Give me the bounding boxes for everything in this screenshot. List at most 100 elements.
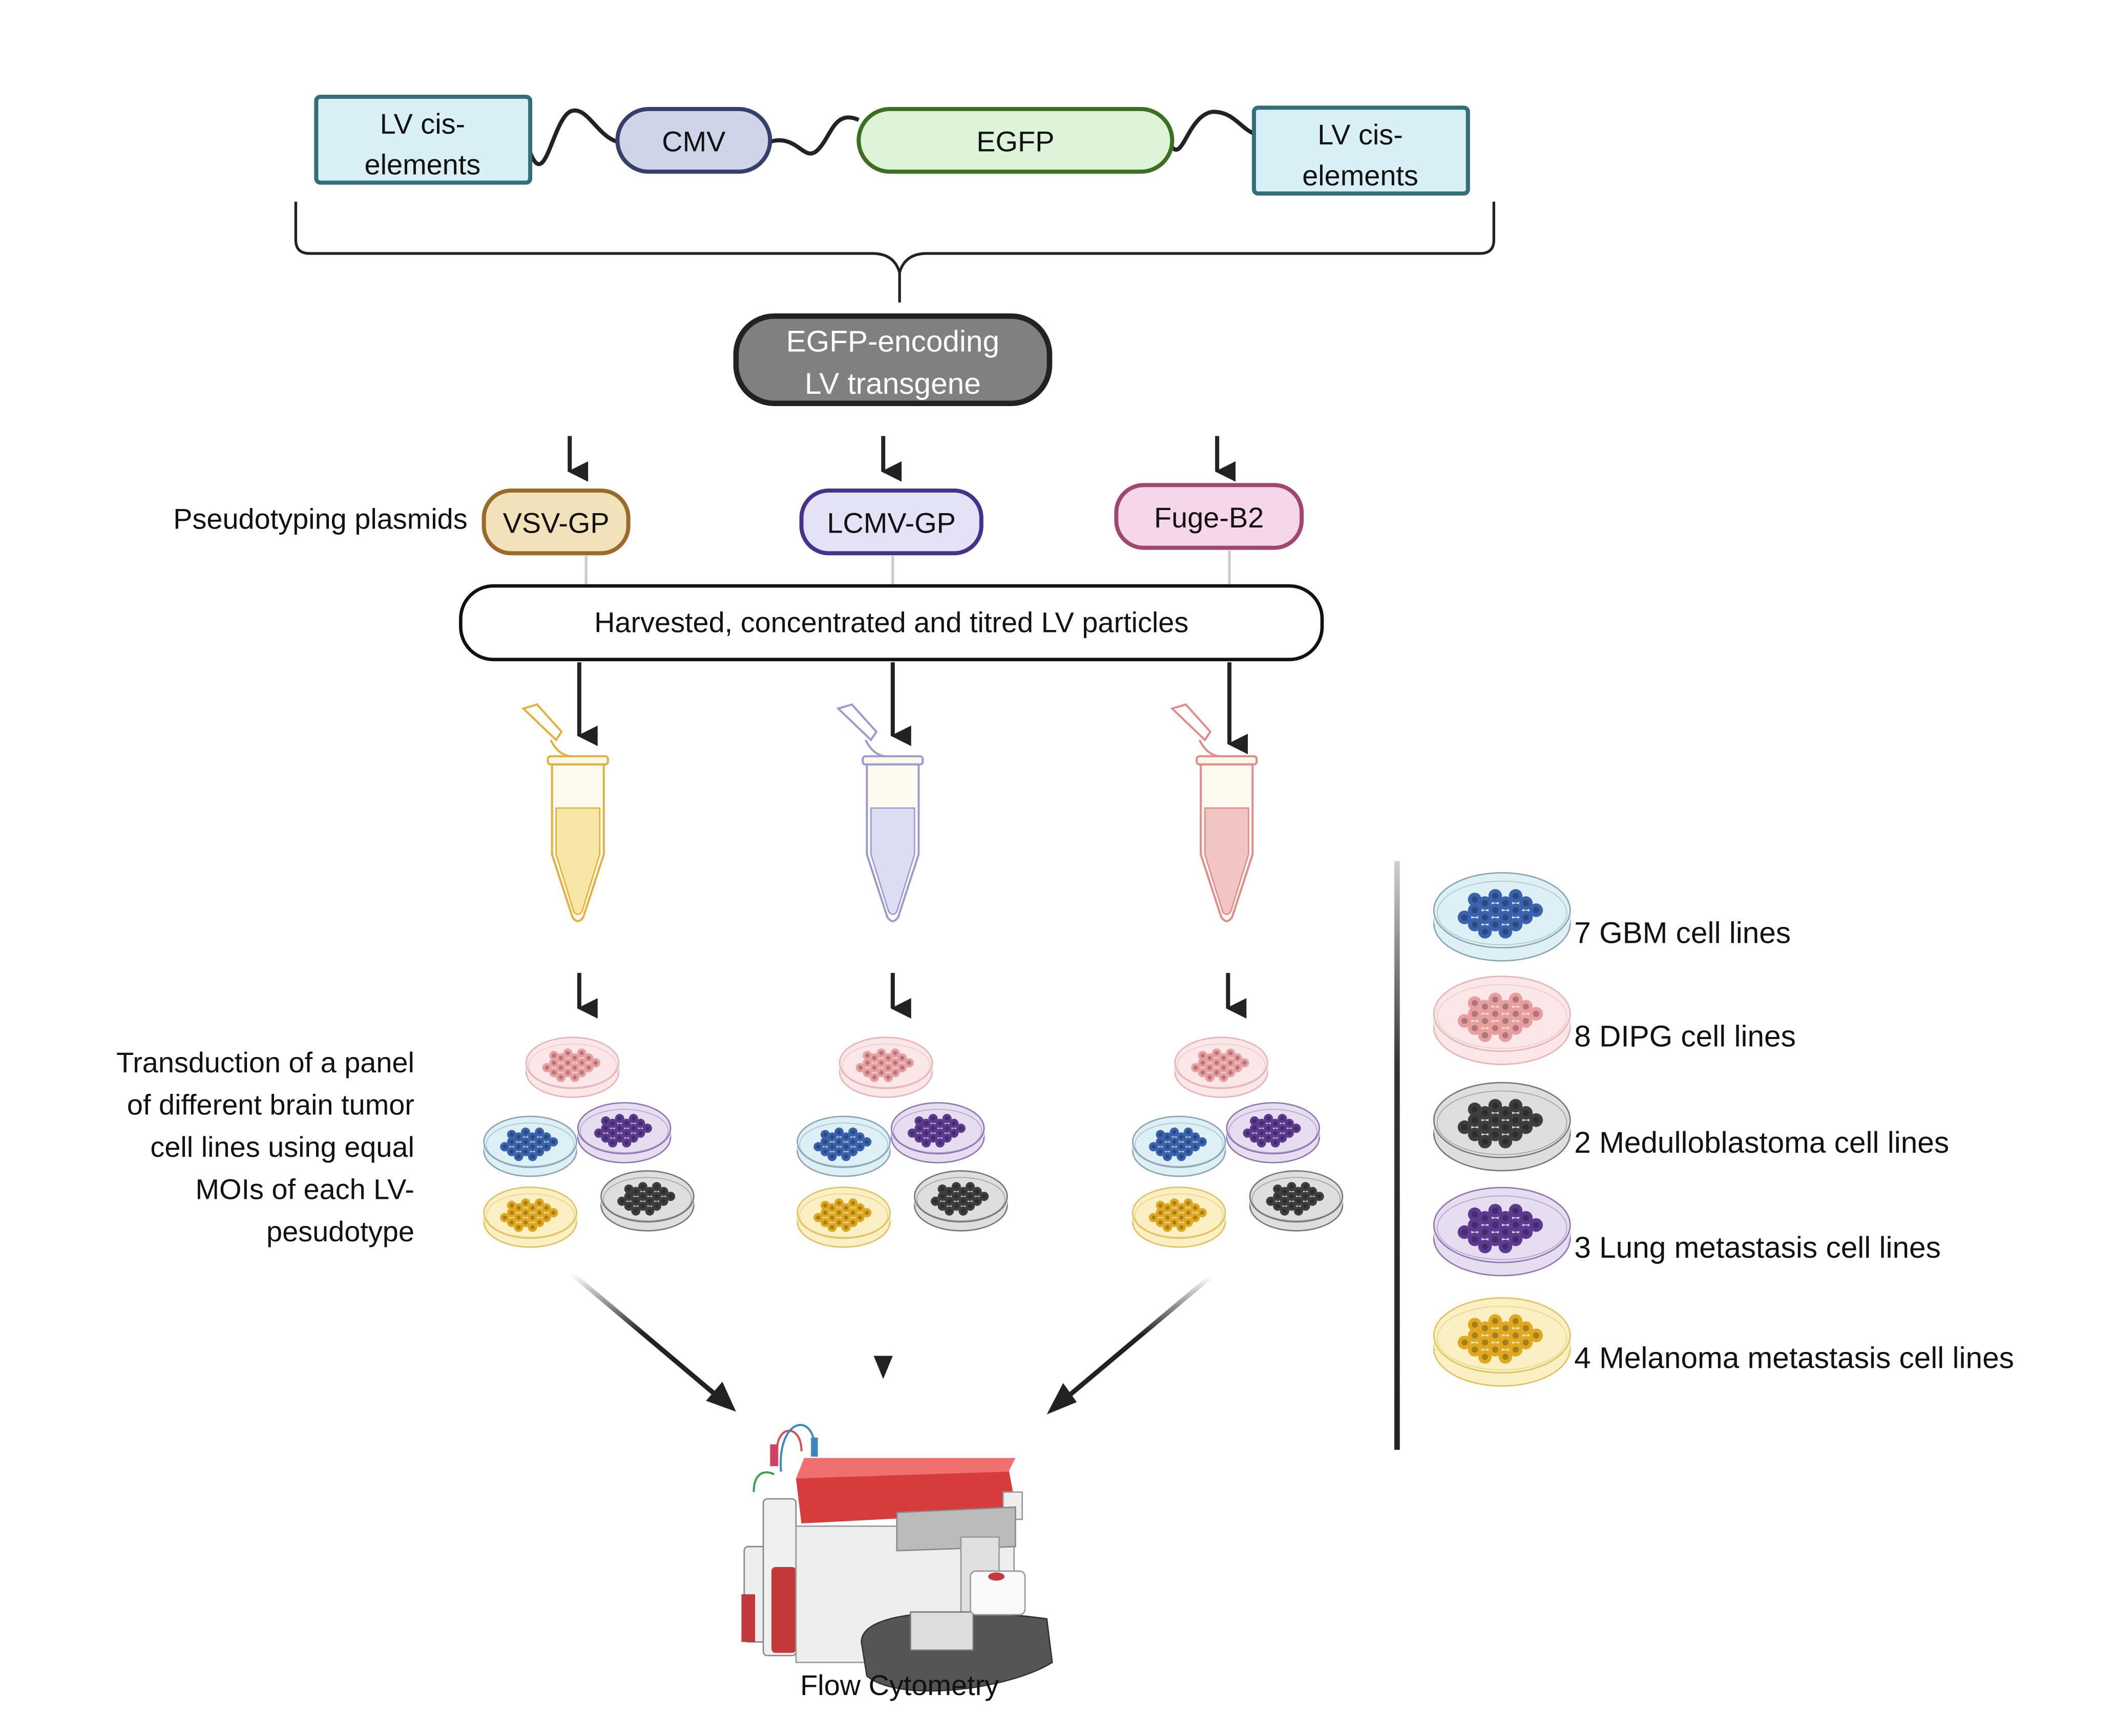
- cell-icon: [1156, 1200, 1165, 1210]
- grouping-bracket: [294, 201, 1495, 303]
- cell-icon: [1488, 1314, 1502, 1328]
- cell-icon: [1273, 1192, 1283, 1201]
- harvest-step: Harvested, concentrated and titred LV pa…: [459, 584, 1324, 662]
- cell-icon: [645, 1196, 655, 1206]
- petri-dish-icon: [1433, 1187, 1571, 1277]
- cell-icon: [931, 1196, 940, 1206]
- cell-icon: [1250, 1116, 1260, 1126]
- cell-icon: [1519, 1336, 1533, 1349]
- pseudotyping-label: Pseudotyping plasmids: [173, 502, 467, 535]
- cell-icon: [841, 1213, 851, 1222]
- cell-icon: [638, 1182, 647, 1192]
- cell-icon: [1219, 1063, 1228, 1073]
- cell-icon: [520, 1218, 531, 1227]
- dish-cluster-3: [1132, 1036, 1344, 1248]
- cell-icon: [1278, 1114, 1287, 1124]
- cell-icon: [1190, 1213, 1200, 1222]
- cell-icon: [622, 1118, 632, 1128]
- cell-icon: [1284, 1128, 1294, 1138]
- cell-icon: [541, 1142, 551, 1152]
- cell-icon: [535, 1147, 545, 1156]
- cell-icon: [1529, 1328, 1543, 1342]
- cell-icon: [820, 1137, 830, 1147]
- cell-icon: [514, 1203, 524, 1213]
- cell-icon: [1232, 1063, 1242, 1073]
- cell-icon: [1478, 1239, 1492, 1254]
- petri-dish-icon: [577, 1102, 672, 1163]
- cell-icon: [608, 1138, 618, 1148]
- lcmv-tube-icon: [836, 703, 924, 922]
- cell-icon: [1264, 1114, 1273, 1124]
- legend-label: 7 GBM cell lines: [1574, 916, 1791, 949]
- svg-text:EGFP: EGFP: [976, 125, 1054, 157]
- cell-icon: [914, 1133, 924, 1143]
- cell-icon: [1219, 1053, 1228, 1063]
- cell-icon: [1314, 1192, 1324, 1201]
- cell-icon: [890, 1058, 900, 1068]
- legend-item: 4 Melanoma metastasis cell lines: [1433, 1297, 2014, 1387]
- lv-cis-elements-right: LV cis- elements: [1252, 105, 1470, 196]
- svg-text:Harvested, concentrated and ti: Harvested, concentrated and titred LV pa…: [594, 606, 1188, 639]
- svg-text:Transduction of a panel: Transduction of a panel: [116, 1046, 414, 1078]
- cell-icon: [820, 1130, 830, 1139]
- petri-dish-icon: [1433, 872, 1571, 962]
- cell-icon: [884, 1072, 893, 1083]
- cell-icon: [813, 1213, 823, 1222]
- dish-cluster-1: [483, 1036, 695, 1248]
- cell-icon: [942, 1124, 952, 1133]
- legend-label: 3 Lung metastasis cell lines: [1574, 1231, 1941, 1264]
- cell-icon: [1478, 1211, 1492, 1225]
- petri-dish-icon: [890, 1102, 985, 1163]
- petri-dish-icon: [483, 1115, 577, 1177]
- cell-icon: [862, 1137, 872, 1147]
- cell-icon: [841, 1203, 851, 1213]
- svg-text:cell lines using equal: cell lines using equal: [150, 1131, 414, 1163]
- lv-cis-elements-left: LV cis- elements: [314, 94, 533, 185]
- cell-icon: [1287, 1201, 1296, 1211]
- cell-icon: [601, 1116, 611, 1126]
- plasmid-fuge-b2: Fuge-B2: [1114, 483, 1304, 550]
- cell-icon: [935, 1138, 945, 1148]
- cell-icon: [570, 1053, 580, 1063]
- cell-icon: [834, 1127, 844, 1137]
- cell-icon: [1498, 1225, 1513, 1239]
- cell-icon: [1257, 1128, 1266, 1138]
- cell-icon: [1488, 1021, 1502, 1035]
- cell-icon: [507, 1218, 516, 1227]
- cell-icon: [1488, 1232, 1502, 1246]
- cell-icon: [514, 1213, 524, 1222]
- cell-icon: [1509, 1343, 1523, 1357]
- cell-icon: [862, 1208, 872, 1218]
- cell-icon: [622, 1138, 632, 1148]
- cell-icon: [549, 1058, 559, 1068]
- cell-icon: [945, 1206, 954, 1216]
- cell-icon: [1162, 1222, 1173, 1232]
- cell-icon: [1488, 1127, 1502, 1141]
- cell-icon: [834, 1147, 844, 1156]
- cell-icon: [1198, 1058, 1207, 1068]
- petri-dish-icon: [525, 1036, 620, 1098]
- legend-item: 3 Lung metastasis cell lines: [1433, 1187, 1941, 1277]
- lv-tubes: [521, 703, 1258, 922]
- cell-icon: [1478, 1106, 1492, 1120]
- cell-icon: [1468, 1218, 1482, 1232]
- cell-icon: [1183, 1218, 1193, 1227]
- svg-text:of different brain tumor: of different brain tumor: [127, 1089, 414, 1121]
- cell-icon: [556, 1053, 566, 1063]
- cell-icon: [1488, 903, 1502, 917]
- cell-icon: [642, 1124, 652, 1133]
- cell-icon: [1308, 1196, 1317, 1206]
- cell-icon: [541, 1213, 551, 1222]
- plasmid-lcmv-gp: LCMV-GP: [799, 488, 983, 556]
- cell-icon: [1266, 1196, 1275, 1206]
- cell-icon: [841, 1132, 851, 1142]
- cell-icon: [1169, 1208, 1179, 1218]
- cell-icon: [1156, 1218, 1165, 1227]
- cell-icon: [1156, 1208, 1165, 1218]
- cell-icon: [1509, 1127, 1523, 1141]
- cell-icon: [1457, 1120, 1472, 1134]
- arrowhead: [873, 1356, 893, 1379]
- cell-icon: [897, 1053, 907, 1063]
- cell-icon: [1183, 1147, 1193, 1156]
